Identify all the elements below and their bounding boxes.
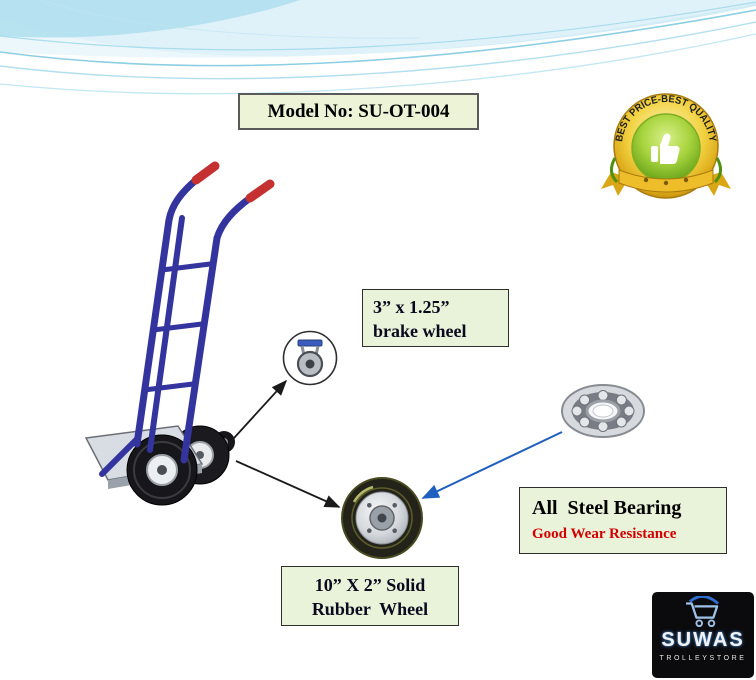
rubber-wheel-name-label: Rubber Wheel bbox=[311, 599, 429, 620]
brand-logo: SUWAS TROLLEYSTORE bbox=[652, 592, 754, 678]
trolley-handle-grips bbox=[191, 161, 275, 203]
steel-bearing-image bbox=[561, 384, 645, 438]
laurel-left bbox=[610, 157, 619, 184]
trolley-cart-icon bbox=[686, 596, 719, 628]
callout-brake-wheel: 3” x 1.25” brake wheel bbox=[362, 289, 509, 347]
thumbs-up-icon bbox=[651, 133, 680, 164]
trolley-front-wheel bbox=[126, 434, 198, 506]
bearing-feature-label: Good Wear Resistance bbox=[532, 526, 677, 542]
laurel-right bbox=[713, 157, 722, 184]
callout-rubber-wheel: 10” X 2” Solid Rubber Wheel bbox=[281, 566, 459, 626]
rubber-wheel-size-label: 10” X 2” Solid bbox=[314, 575, 426, 595]
rubber-wheel-image bbox=[341, 477, 423, 559]
logo-title: SUWAS bbox=[661, 629, 745, 651]
best-price-quality-badge: BEST PRICE-BEST QUALITY bbox=[601, 93, 731, 199]
bearing-title-label: All Steel Bearing bbox=[532, 497, 682, 519]
brake-caster-wheel-image bbox=[282, 330, 338, 386]
brake-wheel-size-label: 3” x 1.25” bbox=[373, 297, 450, 317]
model-number-box: Model No: SU-OT-004 bbox=[238, 93, 479, 130]
model-number-label: Model No: SU-OT-004 bbox=[267, 100, 450, 122]
callout-steel-bearing: All Steel Bearing Good Wear Resistance bbox=[519, 487, 727, 554]
decorative-waves bbox=[0, 0, 756, 95]
trolley-frame bbox=[99, 176, 254, 477]
logo-subtitle: TROLLEYSTORE bbox=[659, 655, 747, 662]
brake-wheel-name-label: brake wheel bbox=[373, 321, 467, 342]
hand-trolley-image bbox=[84, 161, 275, 506]
